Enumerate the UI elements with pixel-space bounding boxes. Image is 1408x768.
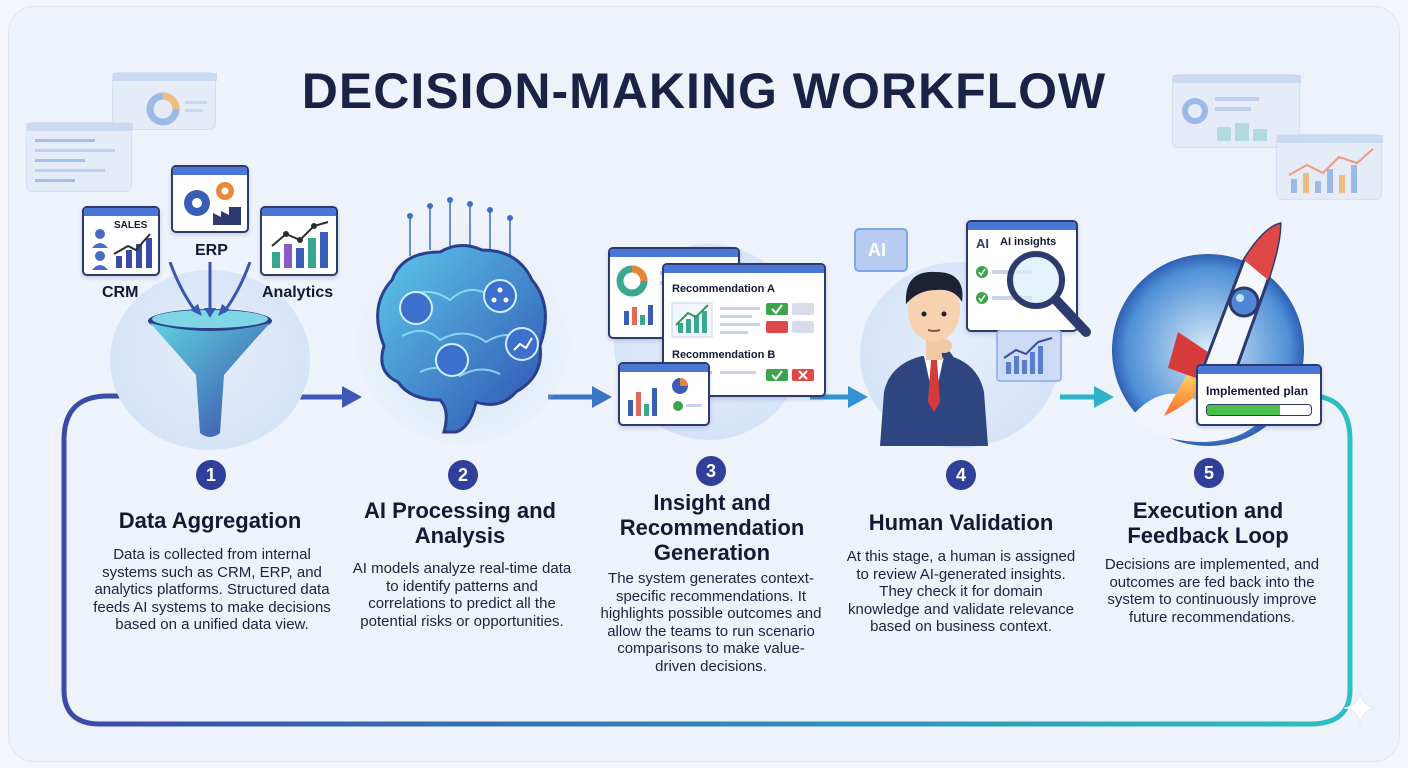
recommendation-icon <box>671 302 814 382</box>
crm-label: CRM <box>102 284 139 301</box>
decor-code-panel <box>26 122 133 192</box>
step-3-badge: 3 <box>696 456 726 486</box>
decor-dashboard-top-left <box>112 72 217 130</box>
arrow-3-4 <box>810 386 868 408</box>
ai-insights-label: AI insights <box>1000 236 1057 248</box>
brain-icon <box>355 197 571 444</box>
erp-window <box>171 165 249 233</box>
data-flow-arrows <box>168 262 252 318</box>
step-2-title: AI Processing and Analysis <box>360 498 560 548</box>
step-4-description: At this stage, a human is assigned to re… <box>846 548 1076 635</box>
step-3-description: The system generates context-specific re… <box>600 570 822 675</box>
arrow-4-5 <box>1060 386 1114 408</box>
step-3-title: Insight and Recommendation Generation <box>619 490 805 565</box>
step-2-description: AI models analyze real-time data to iden… <box>352 560 572 630</box>
step-2-badge: 2 <box>448 460 478 490</box>
step-1-title: Data Aggregation <box>118 508 302 533</box>
crm-window: SALES <box>82 206 160 276</box>
code-lines-icon <box>27 123 133 182</box>
ai-chart-panel <box>996 330 1062 382</box>
ai-badge-label: AI <box>868 240 886 260</box>
funnel-icon <box>148 309 272 437</box>
person-icon <box>880 271 988 446</box>
step-4-title: Human Validation <box>868 510 1054 535</box>
sales-label: SALES <box>114 220 148 231</box>
step-5-title: Execution and Feedback Loop <box>1127 498 1289 548</box>
sales-chart-icon <box>92 229 152 270</box>
analytics-window <box>260 206 338 276</box>
recommendation-a-label: Recommendation A <box>672 283 775 295</box>
dashboard-window-bottom <box>618 362 710 426</box>
bar-trend-icon <box>1003 337 1053 374</box>
analytics-chart-icon <box>271 221 329 268</box>
sparkle-icon <box>1343 691 1377 725</box>
implemented-plan-label: Implemented plan <box>1206 384 1309 398</box>
step-1-badge: 1 <box>196 460 226 490</box>
recommendation-b-label: Recommendation B <box>672 349 776 361</box>
ai-insights-ai-tag: AI <box>976 236 989 251</box>
plan-progress-fill <box>1207 405 1280 415</box>
step-1-description: Data is collected from internal systems … <box>93 546 331 633</box>
ai-badge: AI <box>854 228 908 272</box>
step-5-description: Decisions are implemented, and outcomes … <box>1104 556 1320 626</box>
page-title: DECISION-MAKING WORKFLOW <box>301 63 1107 119</box>
gear-icon <box>184 182 241 225</box>
plan-progress-track <box>1206 404 1312 416</box>
dashboard-chart-icon <box>1173 75 1301 141</box>
step-5-badge: 5 <box>1194 458 1224 488</box>
donut-chart-icon <box>113 73 217 126</box>
magnifier-icon <box>1007 251 1091 337</box>
erp-label: ERP <box>195 242 228 259</box>
bar-pie-chart-icon <box>628 378 702 416</box>
analytics-label: Analytics <box>262 284 334 301</box>
step-2-title-text: AI Processing and Analysis <box>364 498 556 548</box>
step-4-badge: 4 <box>946 460 976 490</box>
line-chart-icon <box>1277 135 1383 193</box>
decor-line-chart-right <box>1276 134 1383 200</box>
implemented-plan-window: Implemented plan <box>1196 364 1322 426</box>
arrow-2-3 <box>548 386 612 408</box>
